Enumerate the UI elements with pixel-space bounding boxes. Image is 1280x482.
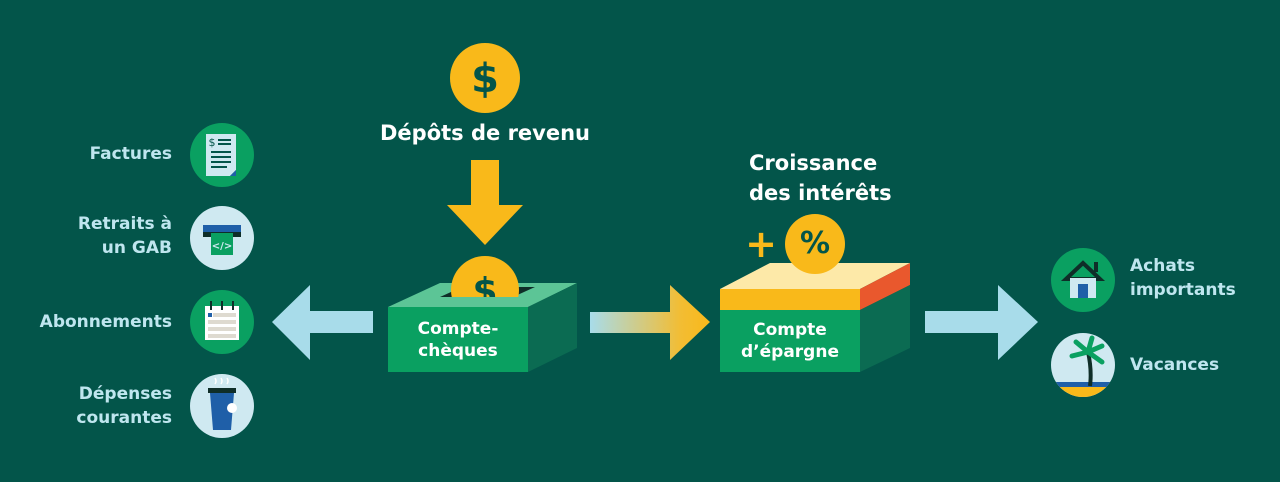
plus-sign: + bbox=[745, 222, 777, 266]
savings-account-label: Compte d’épargne bbox=[720, 319, 860, 363]
daily-line-1: Dépenses bbox=[78, 384, 172, 404]
checking-line-2: chèques bbox=[418, 341, 498, 361]
interest-growth-title: Croissance des intérêts bbox=[749, 148, 892, 208]
palm-tree-icon bbox=[1051, 333, 1115, 397]
expense-subscriptions-label: Abonnements bbox=[39, 312, 172, 332]
atm-line-1: Retraits à bbox=[77, 214, 172, 234]
interest-line-2: des intérêts bbox=[749, 181, 892, 205]
coffee-cup-icon bbox=[190, 374, 254, 438]
dollar-coin-icon: $ bbox=[450, 43, 520, 113]
savings-line-1: Compte bbox=[753, 320, 827, 340]
interest-line-1: Croissance bbox=[749, 151, 878, 175]
expense-atm-label: Retraits à un GAB bbox=[78, 212, 172, 260]
right-arrow-icon bbox=[925, 285, 1038, 360]
income-deposits-title: Dépôts de revenu bbox=[380, 121, 590, 145]
percent-coin-icon bbox=[785, 214, 845, 274]
dollar-coin-icon: $ bbox=[451, 256, 519, 312]
right-arrow-icon bbox=[590, 285, 710, 360]
goal-vacation-label: Vacances bbox=[1130, 355, 1220, 375]
left-arrow-icon bbox=[272, 285, 373, 360]
down-arrow-icon bbox=[447, 160, 523, 245]
expense-daily-label: Dépenses courantes bbox=[76, 382, 172, 430]
savings-box-graphic bbox=[720, 263, 910, 372]
svg-text:</>: </> bbox=[212, 241, 232, 252]
bill-icon: $ bbox=[190, 123, 254, 187]
expense-bills-label: Factures bbox=[89, 144, 172, 164]
purchases-line-1: Achats bbox=[1130, 256, 1196, 276]
calendar-icon bbox=[190, 290, 254, 354]
checking-account-label: Compte- chèques bbox=[388, 318, 528, 362]
percent-sign: % bbox=[799, 226, 831, 261]
house-icon bbox=[1051, 248, 1115, 312]
svg-text:$: $ bbox=[471, 56, 499, 102]
purchases-line-2: importants bbox=[1130, 280, 1236, 300]
svg-text:$: $ bbox=[472, 271, 497, 312]
daily-line-2: courantes bbox=[76, 408, 172, 428]
goal-major-purchases-label: Achats importants bbox=[1130, 254, 1236, 302]
savings-line-2: d’épargne bbox=[741, 342, 839, 362]
checking-line-1: Compte- bbox=[417, 319, 499, 339]
atm-icon: </> bbox=[190, 206, 254, 270]
checking-box-graphic: $ bbox=[388, 256, 577, 372]
atm-line-2: un GAB bbox=[101, 238, 172, 258]
svg-text:$: $ bbox=[209, 136, 216, 149]
